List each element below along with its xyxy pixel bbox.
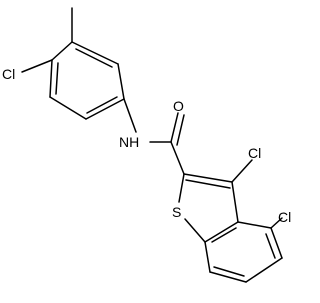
bond-aryl-cl: [21, 59, 53, 73]
bond-c7a-c3a-inner: [211, 227, 237, 243]
bond-ring-a-4: [49, 96, 87, 120]
bond-c2-c3-inner: [185, 179, 231, 189]
bonds: [21, 7, 283, 283]
bond-c4-c5-inner: [265, 233, 276, 259]
bond-c3-c3a: [231, 181, 239, 223]
bond-c-c2: [170, 141, 185, 175]
bond-ring-a-5-inner: [55, 62, 59, 95]
bond-s-c7a: [184, 218, 206, 243]
bond-c4-c5: [270, 227, 283, 259]
atom-labels: Cl NH O Cl Cl S: [2, 66, 291, 225]
atom-s: S: [172, 204, 181, 220]
bond-c7a-c3a: [204, 221, 239, 243]
bond-c6-c7-inner: [213, 266, 245, 277]
bond-c2-s: [178, 173, 185, 203]
bond-ring-a-6: [51, 41, 73, 61]
bond-ring-nh: [123, 98, 137, 133]
bond-co-1: [170, 112, 179, 143]
bond-c5-c6: [245, 257, 283, 283]
bond-c3-cl: [231, 159, 253, 183]
bond-co-2: [176, 114, 185, 146]
atom-cl-4: Cl: [278, 209, 291, 225]
atom-cl-aryl: Cl: [2, 66, 15, 82]
bond-c4-cl: [270, 217, 283, 229]
bond-c6-c7: [209, 271, 247, 283]
atom-cl-3: Cl: [248, 145, 261, 161]
bond-ring-a-1: [71, 41, 119, 65]
bond-ring-a-1-inner: [75, 48, 113, 68]
bond-c2-c3: [183, 173, 233, 183]
atom-o: O: [173, 98, 184, 114]
bond-ring-a-5: [49, 59, 53, 98]
bond-c3a-c4: [237, 221, 272, 229]
bond-ring-a-3: [85, 98, 125, 120]
bond-c7-c7a: [204, 241, 211, 273]
bond-ring-a-3-inner: [86, 96, 118, 114]
bond-ring-a-2: [117, 63, 125, 100]
atom-nh: NH: [119, 134, 139, 150]
